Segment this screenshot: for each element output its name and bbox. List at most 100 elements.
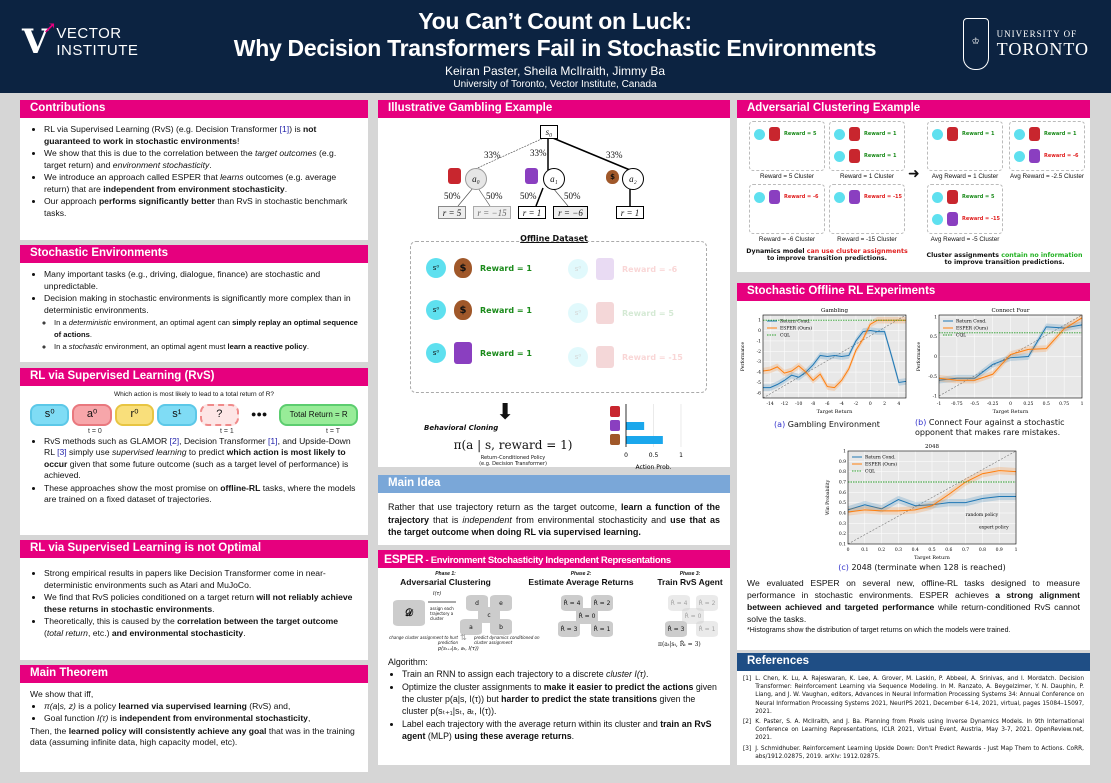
reward-label: Reward = 5	[962, 194, 995, 200]
stochastic-list: Many important tasks (e.g., driving, dia…	[30, 269, 358, 316]
section-title: RL via Supervised Learning is not Optima…	[20, 540, 368, 558]
time-label: t = T	[326, 427, 341, 435]
tick-label: 0	[624, 452, 628, 459]
x-tick-label: -10	[795, 401, 802, 407]
trajectory-row: Reward = 1	[834, 127, 896, 141]
text-segment: use that as the target outcome when doin…	[388, 514, 720, 538]
diagonal-reference-line	[847, 450, 1017, 545]
affiliation: University of Toronto, Vector Institute,…	[453, 79, 657, 90]
slot-machine-icon	[1029, 127, 1040, 141]
dataset-cylinder-icon: 𝒟	[393, 600, 425, 626]
x-axis-label: Target Return	[993, 409, 1029, 415]
citation-link[interactable]: [2]	[169, 435, 180, 446]
text-segment: make it easier to predict the actions	[543, 682, 694, 692]
x-axis-label: Target Return	[817, 409, 853, 415]
text-segment: from environmental stochasticity and	[511, 514, 671, 525]
section-title: References	[737, 653, 1090, 671]
leaf-reward: r = 5	[438, 206, 466, 219]
policy-caption: Return-Conditioned Policy	[480, 455, 546, 461]
text-segment: .	[646, 669, 649, 679]
confidence-band	[848, 492, 1016, 514]
text-segment: contain no information	[1001, 252, 1083, 259]
cluster-box: Reward = -6	[749, 184, 825, 234]
y-tick-label: 0.3	[839, 521, 846, 527]
red-slot-machine-icon	[596, 302, 614, 324]
action-node-a1: a₁	[543, 168, 565, 190]
ellipsis: ●●●	[251, 408, 268, 419]
slot-machine-icon	[947, 127, 958, 141]
x-tick-label: 4	[897, 401, 900, 407]
slot-machine-icon	[849, 149, 860, 163]
money-bag-icon: $	[454, 300, 472, 320]
histogram-footnote: *Histograms show the distribution of tar…	[747, 627, 1011, 634]
chart-title: Gambling	[821, 308, 848, 314]
text-segment: that was in the training data (assuming …	[30, 725, 355, 748]
cluster-cylinder: b	[490, 619, 512, 635]
y-tick-label: 0.1	[839, 542, 846, 548]
caption-tag: (c)	[838, 563, 849, 572]
y-tick-label: 0.4	[839, 511, 846, 517]
reference-number: [1]	[743, 676, 752, 682]
state-bubble-icon	[932, 128, 943, 140]
annotation-label: random policy	[966, 512, 999, 518]
root-state-node: s₀	[540, 125, 558, 139]
x-tick-label: -6	[825, 401, 830, 407]
return-cylinder: R̂ = 0	[576, 608, 598, 624]
bullet-item: These approaches show the most promise o…	[44, 483, 358, 506]
reward-label: Reward = 1	[480, 348, 532, 358]
return-cylinder: R̂ = 2	[591, 595, 613, 611]
x-tick-label: 0.9	[996, 547, 1003, 553]
esper-section: ESPER - Environment Stochasticity Indepe…	[378, 550, 730, 765]
cluster-function-label: I(τ)	[433, 591, 442, 597]
y-tick-label: 0.6	[839, 490, 846, 496]
text-segment: a strong alignment between achieved and …	[747, 590, 1080, 612]
x-tick-label: 0.4	[912, 547, 919, 553]
algorithm-list: Train an RNN to assign each trajectory t…	[388, 668, 720, 742]
experiments-section: Stochastic Offline RL Experiments -14-12…	[737, 283, 1090, 650]
caption-text: Gambling Environment	[785, 420, 880, 429]
reference-text: L. Chen, K. Lu, A. Rajeswaran, K. Lee, A…	[755, 676, 1084, 715]
trajectory-row: Reward = 5	[754, 127, 816, 141]
bullet-item: π(a|s, z) is a policy learned via superv…	[44, 701, 358, 713]
right-caption: Cluster assignments contain no informati…	[922, 252, 1087, 266]
bullet-item: Many important tasks (e.g., driving, dia…	[44, 269, 358, 292]
legend-label: Return Cond.	[780, 319, 811, 325]
text-segment: using these average returns	[454, 731, 572, 741]
text-segment: independent from environmental stochasti…	[119, 713, 308, 723]
return-cylinder: R̂ = 3	[665, 621, 687, 637]
text-segment: We show that this is due to the correlat…	[44, 148, 255, 158]
poster-title-line2: Why Decision Transformers Fail in Stocha…	[233, 35, 877, 61]
y-tick-label: -1	[757, 338, 762, 344]
section-title: Adversarial Clustering Example	[737, 100, 1090, 118]
return-cylinder: R̂ = 0	[682, 608, 704, 624]
citation-link[interactable]: [3]	[57, 447, 67, 457]
reference-list: [1]L. Chen, K. Lu, A. Rajeswaran, K. Lee…	[737, 671, 1090, 767]
text-segment: .	[571, 731, 575, 741]
y-tick-label: 0	[934, 354, 937, 360]
token-s1: s¹	[157, 403, 197, 426]
bullet-item: Our approach performs significantly bett…	[44, 196, 358, 219]
legend-label: ESPER (Ours)	[956, 325, 988, 332]
text-segment: that is	[429, 514, 463, 525]
text-segment: (	[44, 627, 47, 638]
bullet-item: Goal function I(τ) is independent from e…	[44, 713, 358, 725]
reward-label: Reward = 1	[864, 131, 897, 137]
phase-title: Estimate Average Returns	[528, 577, 634, 587]
text-segment: .	[209, 159, 212, 170]
purple-slot-machine-icon	[454, 342, 472, 364]
reward-label: Reward = -15	[962, 216, 1000, 222]
reward-label: Reward = 1	[864, 153, 897, 159]
text-segment: offline-RL	[220, 482, 261, 493]
citation-link[interactable]: [1]	[279, 124, 290, 134]
confidence-band	[848, 466, 1016, 516]
bullet-item: Decision making in stochastic environmen…	[44, 293, 358, 316]
y-tick-label: 0.7	[839, 480, 846, 486]
x-tick-label: 0	[1009, 401, 1012, 407]
citation-link[interactable]: [1]	[268, 435, 278, 446]
